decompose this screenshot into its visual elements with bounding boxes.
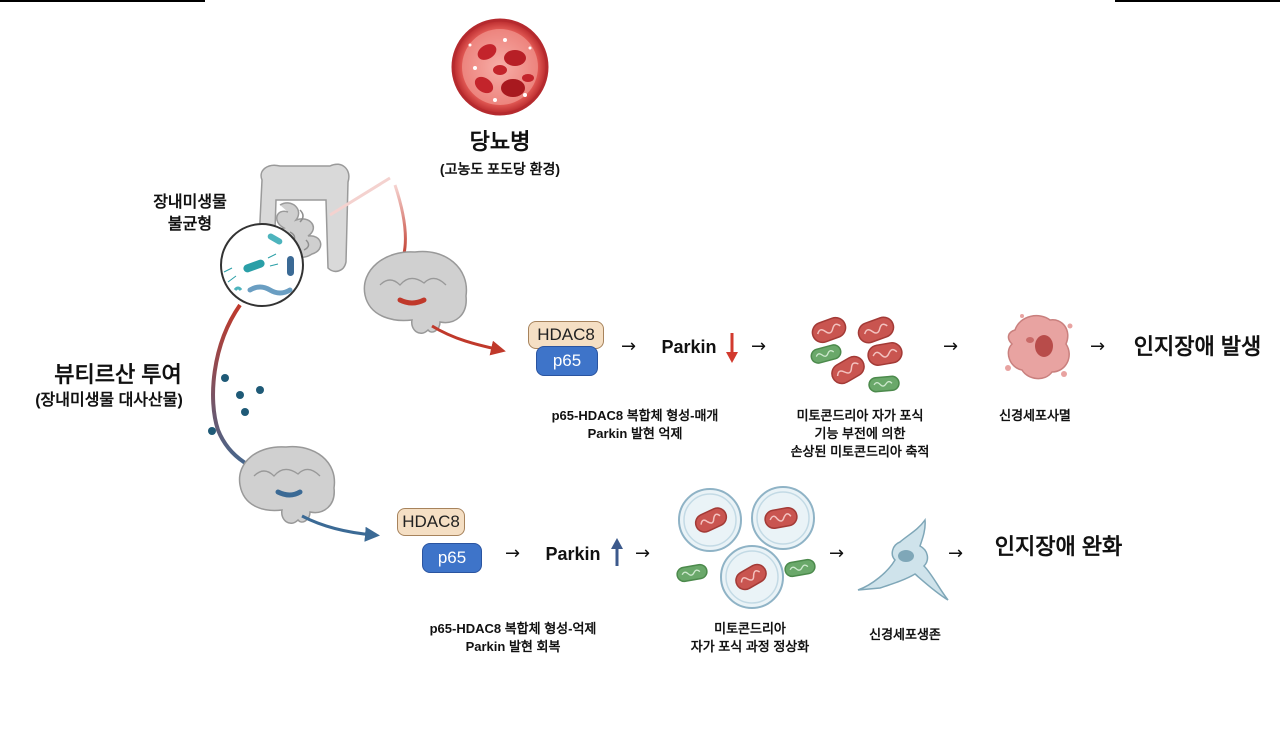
dying-neuron-icon [1005,314,1073,380]
parkin-label-top: Parkin [661,337,717,357]
blood-vessel-icon [451,18,549,116]
brain-icon-top [363,250,468,334]
arrow-4-top: → [1090,336,1106,357]
parkin-up-arrow-icon [611,538,623,566]
mito-caption-bottom-line2: 자가 포식 과정 정상화 [690,639,810,654]
top-path-arrow [431,324,506,356]
bacteria-icon [220,223,304,307]
diabetes-title: 당뇨병 [469,129,531,154]
outcome-bottom: 인지장애 완화 [994,534,1123,559]
blood-to-brain-line [393,184,407,259]
complex-caption-bottom-line1: p65-HDAC8 복합체 형성-억제 [429,621,597,636]
outcome-top: 인지장애 발생 [1133,334,1262,359]
hdac8-box-top: HDAC8 [528,321,604,349]
complex-caption-bottom-line2: Parkin 발현 회복 [465,639,561,654]
butyrate-subtitle: (장내미생물 대사산물) [35,392,183,409]
parkin-label-bottom: Parkin [545,544,601,564]
arrow-3-bottom: → [829,543,845,564]
brain-icon-bottom [238,445,336,524]
top-border-left [0,0,205,2]
p65-box-bottom: p65 [422,543,482,573]
dysbiosis-line1: 장내미생물 [153,194,227,211]
arrow-1-bottom: → [505,543,521,564]
blood-to-gut-line [329,176,391,217]
dysbiosis-line2: 불균형 [167,216,213,233]
bottom-path-arrow [301,514,380,542]
arrow-2-top: → [751,336,767,357]
mitochondria-icon-damaged [810,316,903,393]
complex-caption-top-line1: p65-HDAC8 복합체 형성-매개 [551,408,719,423]
top-border-right [1115,0,1280,2]
neuron-caption-top: 신경세포사멸 [999,408,1071,423]
mito-caption-top-line3: 손상된 미토콘드리아 축적 [790,444,930,459]
mito-caption-top-line2: 기능 부전에 의한 [814,426,906,441]
diabetes-subtitle: (고농도 포도당 환경) [439,161,561,177]
complex-caption-top-line2: Parkin 발현 억제 [587,426,683,441]
arrow-2-bottom: → [635,543,651,564]
hdac8-box-bottom: HDAC8 [397,508,465,536]
butyrate-dots [208,374,264,435]
neuron-caption-bottom: 신경세포생존 [869,627,941,642]
p65-box-top: p65 [536,346,598,376]
healthy-neuron-icon [857,517,949,601]
arrow-3-top: → [943,336,959,357]
arrow-4-bottom: → [948,543,964,564]
arrow-1-top: → [621,336,637,357]
mito-caption-top-line1: 미토콘드리아 자가 포식 [796,408,924,423]
mito-caption-bottom-line1: 미토콘드리아 [714,621,786,636]
autophagosome-icon [676,486,816,609]
butyrate-title: 뷰티르산 투여 [54,362,182,387]
parkin-down-arrow-icon [726,333,738,363]
